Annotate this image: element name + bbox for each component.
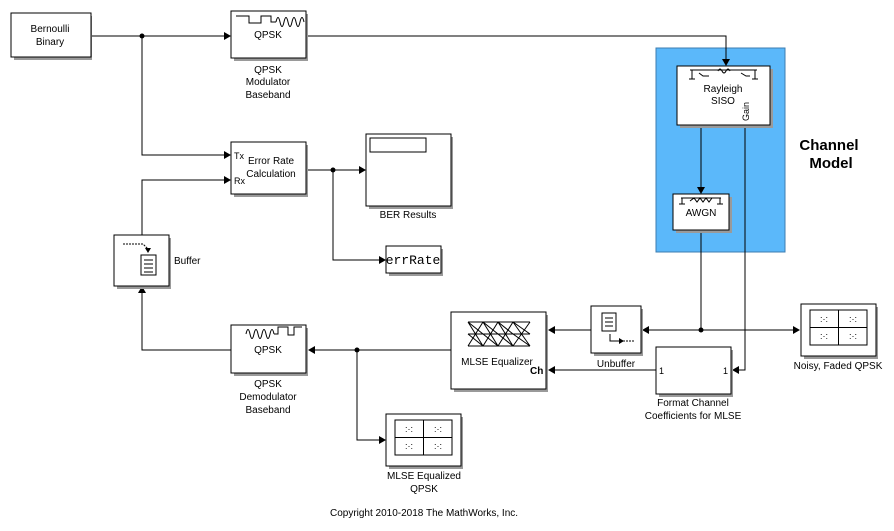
awgn-inner-label: AWGN <box>686 208 717 219</box>
svg-text::·:: :·: <box>849 331 857 341</box>
signal-lines <box>91 32 800 444</box>
fading-channel-icon <box>689 68 758 80</box>
unbuffer-icon <box>601 312 635 344</box>
error-rate-tx-port-label: Tx <box>234 151 244 161</box>
wire-demod-buffer[interactable] <box>141 293 231 351</box>
format-channel-caption-line2: Coefficients for MLSE <box>645 411 742 422</box>
svg-text::·:: :·: <box>820 331 828 341</box>
error-rate-calculation-block[interactable]: Tx Rx Error Rate Calculation <box>230 141 308 197</box>
channel-model-label-line2: Model <box>809 155 852 172</box>
modulated-waveform-icon <box>236 15 305 27</box>
wire-to-mlse-scope[interactable] <box>356 350 381 441</box>
qpsk-mod-caption-line2: Modulator <box>246 77 291 88</box>
qpsk-demod-caption-line2: Demodulator <box>239 392 297 403</box>
awgn-channel-icon <box>679 197 723 205</box>
wire-gain-format[interactable] <box>737 125 746 371</box>
noisy-faded-qpsk-scope-block[interactable]: :·: :·: :·: :·: <box>800 303 878 359</box>
unbuffer-caption: Unbuffer <box>597 359 636 370</box>
rayleigh-siso-block[interactable]: Rayleigh SISO Gain <box>676 65 773 128</box>
qpsk-demod-caption-line1: QPSK <box>254 379 282 390</box>
ber-display-field <box>369 137 427 153</box>
demodulated-waveform-icon <box>245 326 302 339</box>
mlse-scope-caption-line1: MLSE Equalized <box>387 471 461 482</box>
mlse-equalized-qpsk-scope-block[interactable]: :·: :·: :·: :·: <box>385 413 463 469</box>
mlse-scope-caption-line2: QPSK <box>410 484 438 495</box>
awgn-block[interactable]: AWGN <box>672 193 732 233</box>
wire-bernoulli-tx[interactable] <box>141 36 226 156</box>
errrate-to-workspace-block[interactable]: errRate <box>385 245 443 276</box>
svg-text::·:: :·: <box>820 314 828 324</box>
bernoulli-binary-block[interactable]: Bernoulli Binary <box>10 12 92 60</box>
rayleigh-gain-port-label: Gain <box>741 102 751 121</box>
errrate-inner-label: errRate <box>386 253 441 268</box>
qpsk-demod-caption-line3: Baseband <box>245 405 290 416</box>
rayleigh-label-line2: SISO <box>711 96 735 107</box>
wire-qpsk-rayleigh[interactable] <box>306 35 727 61</box>
svg-text::·:: :·: <box>405 441 413 451</box>
wire-buffer-rx[interactable] <box>141 179 226 235</box>
qpsk-mod-caption-line1: QPSK <box>254 65 282 76</box>
qpsk-mod-caption-line3: Baseband <box>245 90 290 101</box>
constellation-icon: :·: :·: :·: :·: <box>809 309 868 346</box>
buffer-icon <box>123 243 157 276</box>
svg-text::·:: :·: <box>434 441 442 451</box>
bernoulli-label-line2: Binary <box>36 37 64 48</box>
buffer-caption: Buffer <box>174 256 201 267</box>
unbuffer-block[interactable] <box>590 305 643 356</box>
svg-text::·:: :·: <box>849 314 857 324</box>
trellis-icon <box>467 321 531 347</box>
channel-model-label-line1: Channel <box>799 137 858 154</box>
ber-results-display-block[interactable] <box>365 133 453 209</box>
copyright-text: Copyright 2010-2018 The MathWorks, Inc. <box>330 508 518 519</box>
error-rate-label-line2: Calculation <box>246 169 295 180</box>
mlse-equalizer-block[interactable]: MLSE Equalizer Ch <box>450 311 548 392</box>
error-rate-label-line1: Error Rate <box>248 156 295 167</box>
format-channel-caption-line1: Format Channel <box>657 398 729 409</box>
format-channel-coefficients-block[interactable]: 1 1 <box>655 346 733 397</box>
bernoulli-label-line1: Bernoulli <box>31 24 70 35</box>
ber-results-caption: BER Results <box>380 210 437 221</box>
qpsk-mod-inner-label: QPSK <box>254 30 282 41</box>
rayleigh-label-line1: Rayleigh <box>704 84 743 95</box>
noisy-scope-caption: Noisy, Faded QPSK <box>794 361 883 372</box>
qpsk-demodulator-block[interactable]: QPSK <box>230 324 308 376</box>
wire-error-errrate[interactable] <box>332 170 381 261</box>
svg-text::·:: :·: <box>405 424 413 434</box>
svg-text::·:: :·: <box>434 424 442 434</box>
error-rate-rx-port-label: Rx <box>234 176 245 186</box>
mlse-inner-label: MLSE Equalizer <box>461 357 533 368</box>
format-channel-out-port-label: 1 <box>723 366 728 376</box>
constellation-icon: :·: :·: :·: :·: <box>394 419 453 456</box>
format-channel-in-port-label: 1 <box>659 366 664 376</box>
buffer-block[interactable] <box>113 234 171 289</box>
mlse-ch-port-label: Ch <box>530 366 543 377</box>
qpsk-modulator-block[interactable]: QPSK <box>230 10 308 61</box>
qpsk-demod-inner-label: QPSK <box>254 345 282 356</box>
